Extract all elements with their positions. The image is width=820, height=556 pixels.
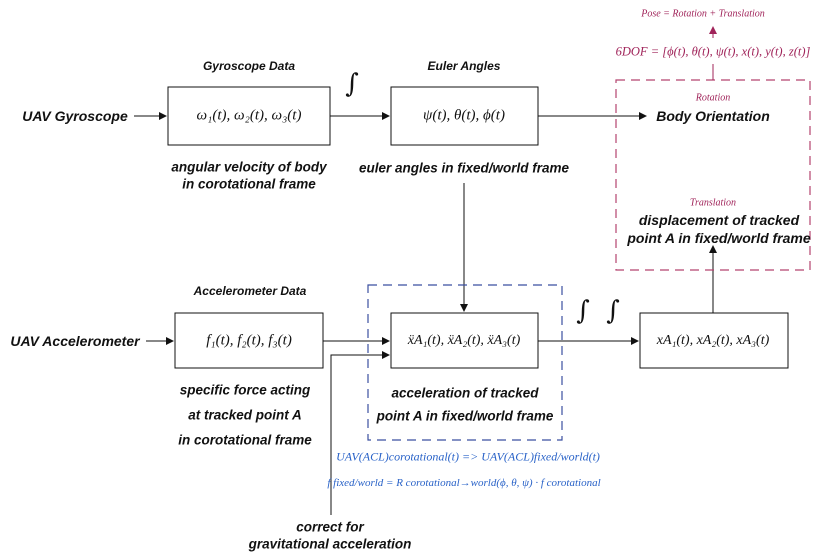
gyro-box-text: ω₁(t), ω₂(t), ω₃(t) (196, 107, 302, 124)
translation-text-1: displacement of tracked (638, 212, 800, 228)
acceleration-box-text: ẍA₁(t), ẍA₂(t), ẍA₃(t) (407, 333, 521, 348)
six-dof-equation: 6DOF = [ϕ(t), θ(t), ψ(t), x(t), y(t), z(… (615, 44, 811, 59)
accel-desc-2: point A in fixed/world frame (376, 408, 554, 424)
integral-symbol: ∫ (345, 69, 359, 99)
transform-equation-2: f fixed/world = R corotational→world(ϕ, … (327, 477, 601, 489)
euler-box-text: ψ(t), θ(t), ϕ(t) (423, 107, 505, 124)
accelerometer-box-text: f₁(t), f₂(t), f₃(t) (206, 332, 292, 349)
translation-text-2: point A in fixed/world frame (627, 230, 811, 246)
gyroscope-source: UAV Gyroscope (22, 108, 128, 124)
euler-desc: euler angles in fixed/world frame (358, 160, 570, 176)
acc-desc-2: at tracked point A (188, 407, 302, 423)
pose-equation: Pose = Rotation + Translation (641, 8, 765, 20)
position-box-text: xA₁(t), xA₂(t), xA₃(t) (656, 333, 770, 348)
gyro-label: Gyroscope Data (202, 59, 296, 73)
accelerometer-source: UAV Accelerometer (10, 333, 140, 349)
accelerometer-label: Accelerometer Data (193, 284, 307, 298)
arrow-gravity (330, 351, 390, 515)
position-box (639, 312, 789, 369)
acc-desc-1: specific force acting (179, 382, 311, 398)
transform-dashed-box (367, 284, 563, 441)
transform-equation-1: UAV(ACL)corotational(t) => UAV(ACL)fixed… (336, 449, 600, 464)
acc-desc-3: in corotational frame (178, 432, 312, 448)
gyro-desc-1: angular velocity of body (171, 159, 327, 175)
body-orientation: Body Orientation (656, 108, 770, 124)
accel-desc-1: acceleration of tracked (391, 385, 539, 401)
double-integral-symbol: ∫ ∫ (576, 296, 620, 326)
euler-label: Euler Angles (427, 59, 501, 73)
translation-label: Translation (689, 197, 737, 209)
gravity-text-2: gravitational acceleration (248, 536, 412, 552)
rotation-label: Rotation (695, 92, 731, 104)
gravity-text-1: correct for (296, 519, 364, 535)
gyro-desc-2: in corotational frame (182, 176, 316, 192)
